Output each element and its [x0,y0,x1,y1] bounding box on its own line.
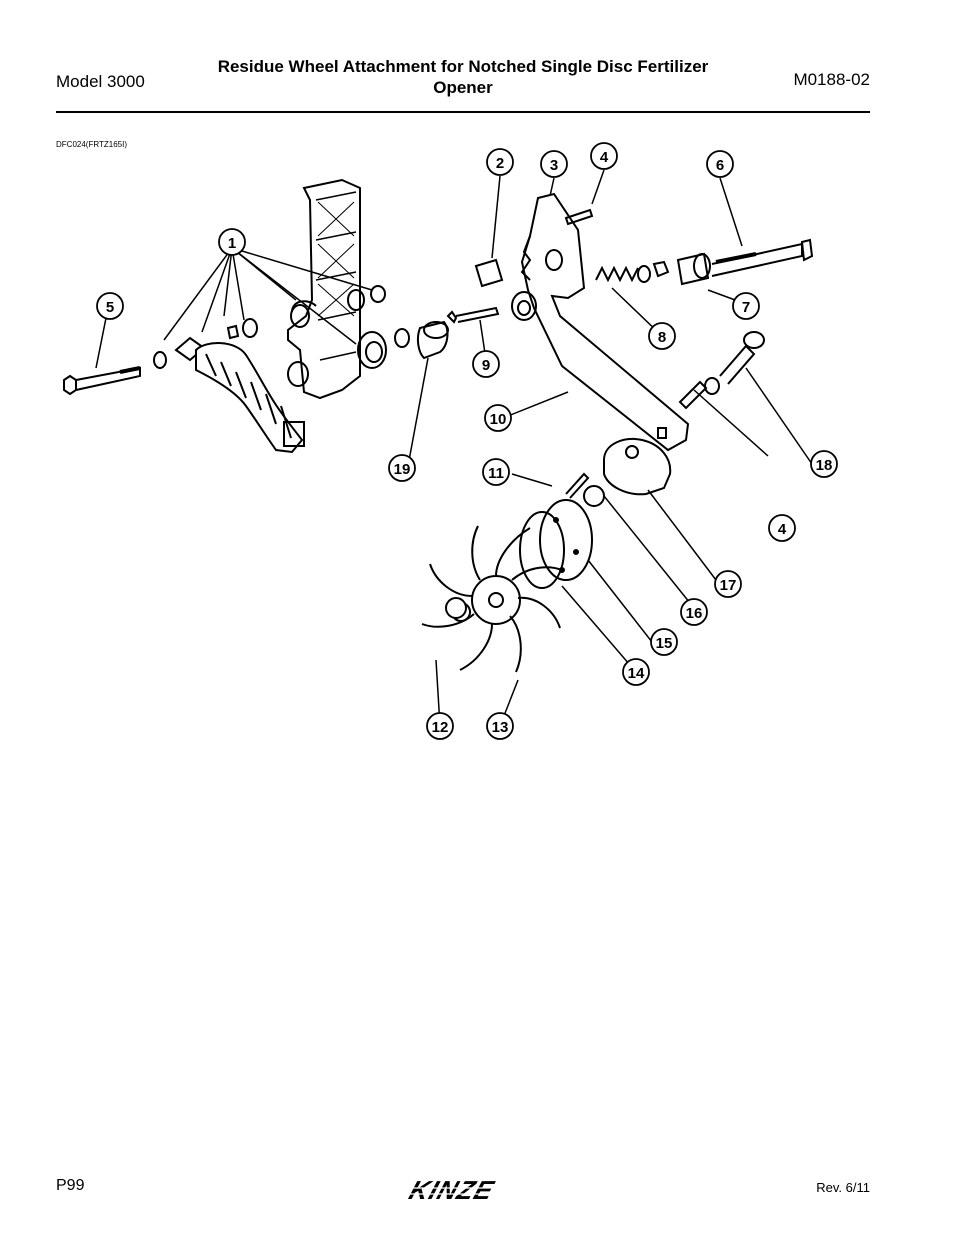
svg-text:7: 7 [742,299,750,316]
svg-text:12: 12 [432,719,449,736]
callout-2: 2 [486,148,514,176]
page-title: Residue Wheel Attachment for Notched Sin… [217,57,709,97]
svg-text:17: 17 [720,577,737,594]
svg-text:KINZE: KINZE [406,1176,499,1204]
svg-text:8: 8 [658,329,666,346]
svg-text:4: 4 [778,521,787,538]
svg-text:5: 5 [106,299,114,316]
svg-text:6: 6 [716,157,724,174]
revision-label: Rev. 6/11 [816,1180,870,1195]
svg-text:14: 14 [628,665,645,682]
kinze-logo: KINZE [406,1176,519,1204]
svg-text:3: 3 [550,157,558,174]
callout-19: 19 [388,454,416,482]
svg-text:11: 11 [488,465,504,482]
callout-8: 8 [648,322,676,350]
callout-4-bottom: 4 [768,514,796,542]
svg-text:2: 2 [496,155,504,172]
callout-9: 9 [472,350,500,378]
header-rule [56,111,870,113]
svg-text:16: 16 [686,605,703,622]
page-number: P99 [56,1177,85,1194]
svg-text:9: 9 [482,357,490,374]
callout-3: 3 [540,150,568,178]
callout-17: 17 [714,570,742,598]
svg-text:19: 19 [394,461,411,478]
callout-7: 7 [732,292,760,320]
callout-15: 15 [650,628,678,656]
callout-13: 13 [486,712,514,740]
model-label: Model 3000 [56,72,145,91]
svg-text:15: 15 [656,635,673,652]
document-number: M0188-02 [793,70,870,89]
callout-1: 1 [218,228,246,256]
callout-16: 16 [680,598,708,626]
callout-18: 18 [810,450,838,478]
svg-text:10: 10 [490,411,507,428]
svg-text:1: 1 [228,235,236,252]
callout-10: 10 [484,404,512,432]
callout-12: 12 [426,712,454,740]
parts-diagram: 1 2 3 4 5 6 7 8 9 10 11 12 13 14 15 16 1… [63,142,838,740]
callout-14: 14 [622,658,650,686]
callout-11: 11 [482,458,510,486]
svg-text:13: 13 [492,719,509,736]
callout-6: 6 [706,150,734,178]
callout-5: 5 [96,292,124,320]
page-header: Model 3000 Residue Wheel Attachment for … [56,52,870,110]
svg-text:4: 4 [600,149,609,166]
callout-4-top: 4 [590,142,618,170]
svg-text:18: 18 [816,457,833,474]
figure-id: DFC024(FRTZ165I) [56,140,127,149]
